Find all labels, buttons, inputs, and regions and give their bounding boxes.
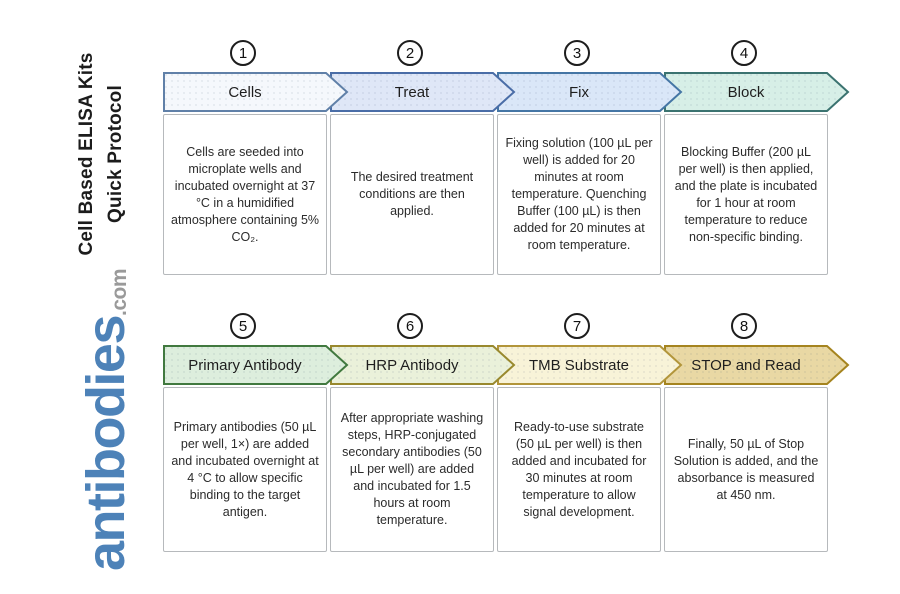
- logo-tld-text: .com: [108, 268, 131, 316]
- step-arrow-banner: Cells: [163, 72, 349, 112]
- step-column-3: 3 Fix Fixing solution (100 µL per well) …: [497, 40, 687, 280]
- step-description: Fixing solution (100 µL per well) is add…: [497, 114, 661, 275]
- step-arrow-banner: TMB Substrate: [497, 345, 683, 385]
- step-description: Primary antibodies (50 µL per well, 1×) …: [163, 387, 327, 552]
- step-number-badge: 7: [564, 313, 590, 339]
- step-column-5: 5 Primary Antibody Primary antibodies (5…: [163, 313, 353, 563]
- step-number-badge: 3: [564, 40, 590, 66]
- step-arrow-banner: STOP and Read: [664, 345, 850, 385]
- protocol-title: Cell Based ELISA Kits Quick Protocol: [70, 34, 132, 274]
- arrow-dot-texture: [666, 347, 846, 383]
- step-description: Blocking Buffer (200 µL per well) is the…: [664, 114, 828, 275]
- antibodies-logo: antibodies .com: [59, 260, 136, 580]
- arrow-dot-texture: [499, 74, 679, 110]
- step-number: 7: [572, 317, 582, 335]
- step-arrow-banner: HRP Antibody: [330, 345, 516, 385]
- arrow-dot-texture: [332, 347, 512, 383]
- step-title: HRP Antibody: [365, 356, 459, 374]
- step-title: TMB Substrate: [528, 356, 630, 374]
- steps-row-1: 1 Cells Cells are seeded into microplate…: [163, 40, 873, 280]
- arrow-dot-texture: [666, 74, 846, 110]
- step-number: 8: [739, 317, 749, 335]
- step-arrow-banner: Primary Antibody: [163, 345, 349, 385]
- step-title: STOP and Read: [691, 356, 801, 374]
- step-number: 6: [405, 317, 415, 335]
- step-column-7: 7 TMB Substrate Ready-to-use substrate (…: [497, 313, 687, 563]
- step-number: 2: [405, 44, 415, 62]
- step-title: Primary Antibody: [188, 356, 302, 374]
- steps-row-2: 5 Primary Antibody Primary antibodies (5…: [163, 313, 873, 563]
- step-number-badge: 4: [731, 40, 757, 66]
- step-arrow-banner: Block: [664, 72, 850, 112]
- step-column-8: 8 STOP and Read Finally, 50 µL of Stop S…: [664, 313, 854, 563]
- arrow-dot-texture: [332, 74, 512, 110]
- step-title: Treat: [394, 83, 430, 101]
- protocol-steps-grid: 1 Cells Cells are seeded into microplate…: [163, 0, 873, 594]
- protocol-title-line1: Cell Based ELISA Kits: [76, 52, 97, 256]
- step-description: Cells are seeded into microplate wells a…: [163, 114, 327, 275]
- logo-brand-text: antibodies: [76, 316, 136, 572]
- protocol-title-line2: Quick Protocol: [105, 85, 126, 223]
- step-number: 4: [739, 44, 749, 62]
- step-title: Cells: [228, 83, 262, 101]
- step-description: Finally, 50 µL of Stop Solution is added…: [664, 387, 828, 552]
- step-title: Fix: [569, 83, 589, 101]
- arrow-dot-texture: [165, 74, 345, 110]
- step-number-badge: 8: [731, 313, 757, 339]
- arrow-shape-icon: [163, 345, 349, 385]
- step-number: 1: [238, 44, 248, 62]
- step-description: The desired treatment conditions are the…: [330, 114, 494, 275]
- arrow-shape-icon: [163, 72, 349, 112]
- step-arrow-banner: Treat: [330, 72, 516, 112]
- step-number-badge: 1: [230, 40, 256, 66]
- arrow-dot-texture: [165, 347, 345, 383]
- step-number-badge: 6: [397, 313, 423, 339]
- step-column-6: 6 HRP Antibody After appropriate washing…: [330, 313, 520, 563]
- step-number-badge: 5: [230, 313, 256, 339]
- step-column-4: 4 Block Blocking Buffer (200 µL per well…: [664, 40, 854, 280]
- step-title: Block: [727, 83, 765, 101]
- arrow-dot-texture: [499, 347, 679, 383]
- step-column-2: 2 Treat The desired treatment conditions…: [330, 40, 520, 280]
- step-arrow-banner: Fix: [497, 72, 683, 112]
- step-description: Ready-to-use substrate (50 µL per well) …: [497, 387, 661, 552]
- step-number-badge: 2: [397, 40, 423, 66]
- step-description: After appropriate washing steps, HRP-con…: [330, 387, 494, 552]
- step-column-1: 1 Cells Cells are seeded into microplate…: [163, 40, 353, 280]
- step-number: 3: [572, 44, 582, 62]
- step-number: 5: [238, 317, 248, 335]
